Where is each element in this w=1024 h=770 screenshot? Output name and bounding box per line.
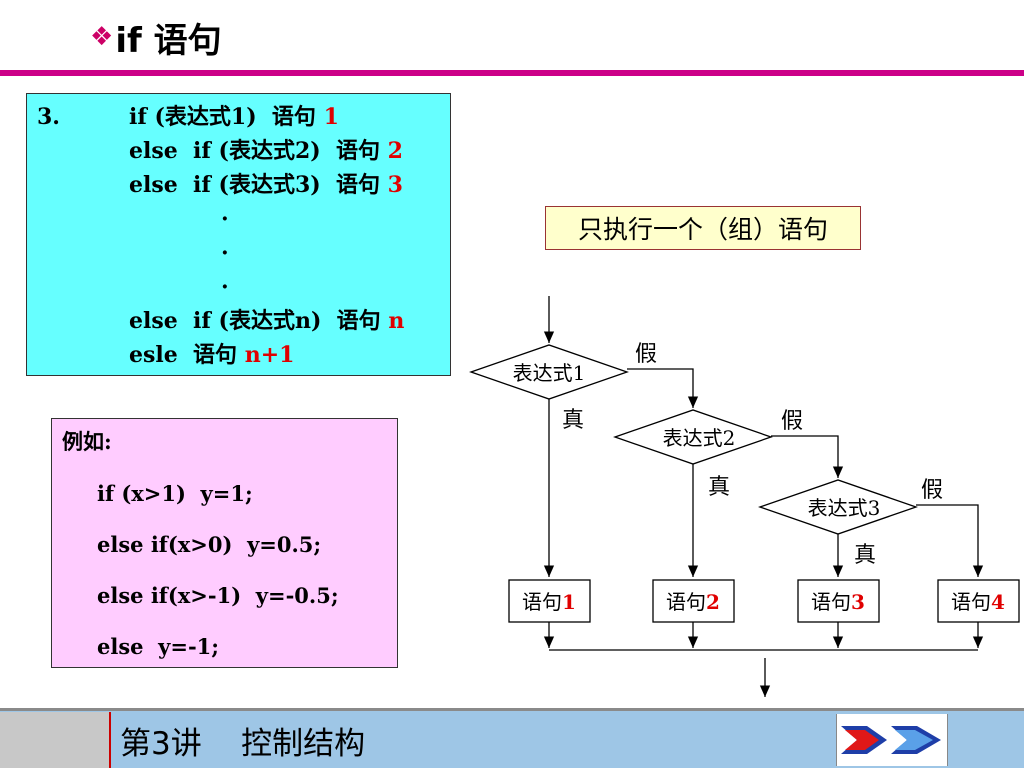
footer-rule (0, 708, 1024, 712)
example-line: else if(x>-1) y=-0.5; (97, 583, 339, 608)
true-label-3: 真 (854, 543, 876, 568)
example-line: else y=-1; (97, 634, 220, 659)
ellipsis-dot: · (221, 240, 229, 266)
page-title-text: if 语句 (115, 20, 222, 61)
true-label-1: 真 (562, 408, 584, 433)
next-slide-button[interactable] (836, 714, 948, 766)
footer-divider (109, 712, 111, 768)
false-label-3: 假 (921, 478, 943, 503)
false-label-2: 假 (781, 409, 803, 434)
ellipsis-dot: · (221, 206, 229, 232)
false-label-1: 假 (635, 342, 657, 367)
title-divider (0, 70, 1024, 76)
condition-diamond-1 (469, 344, 629, 400)
syntax-number: 3. (37, 104, 60, 130)
example-heading: 例如: (62, 429, 112, 454)
diamond-bullet-icon: ❖ (90, 22, 114, 52)
false-arrow-2 (771, 435, 844, 478)
statement-label-3: 语句3 (811, 590, 865, 614)
condition-label-2: 表达式2 (663, 426, 736, 450)
footer-left-panel (0, 712, 110, 768)
syntax-line: esle 语句 n+1 (129, 342, 295, 368)
ellipsis-dot: · (221, 274, 229, 300)
note-box: 只执行一个（组）语句 (545, 206, 861, 250)
example-line: if (x>1) y=1; (97, 481, 253, 506)
example-box: 例如: if (x>1) y=1; else if(x>0) y=0.5; el… (51, 418, 398, 668)
syntax-line: else if (表达式3) 语句 3 (129, 172, 403, 198)
condition-label-3: 表达式3 (808, 496, 881, 520)
condition-diamond-3 (758, 479, 918, 535)
false-arrow-1 (627, 368, 699, 408)
statement-label-2: 语句2 (666, 590, 720, 614)
statement-box-4 (937, 579, 1020, 623)
statement-box-1 (508, 579, 591, 623)
syntax-box: 3. if (表达式1) 语句 1 else if (表达式2) 语句 2 el… (26, 93, 451, 376)
condition-label-1: 表达式1 (513, 361, 586, 385)
true-label-2: 真 (708, 475, 730, 500)
double-arrow-right-icon (841, 726, 941, 754)
false-arrow-3 (916, 504, 984, 577)
syntax-line: else if (表达式2) 语句 2 (129, 138, 403, 164)
statement-label-4: 语句4 (951, 590, 1005, 614)
page-title: ❖ if 语句 (90, 12, 222, 62)
condition-diamond-2 (613, 409, 773, 465)
statement-box-2 (652, 579, 735, 623)
statement-label-1: 语句1 (522, 590, 576, 614)
syntax-line: if (表达式1) 语句 1 (129, 104, 339, 130)
example-line: else if(x>0) y=0.5; (97, 532, 322, 557)
syntax-line: else if (表达式n) 语句 n (129, 308, 405, 334)
lecture-title: 第3讲 控制结构 (120, 726, 366, 762)
